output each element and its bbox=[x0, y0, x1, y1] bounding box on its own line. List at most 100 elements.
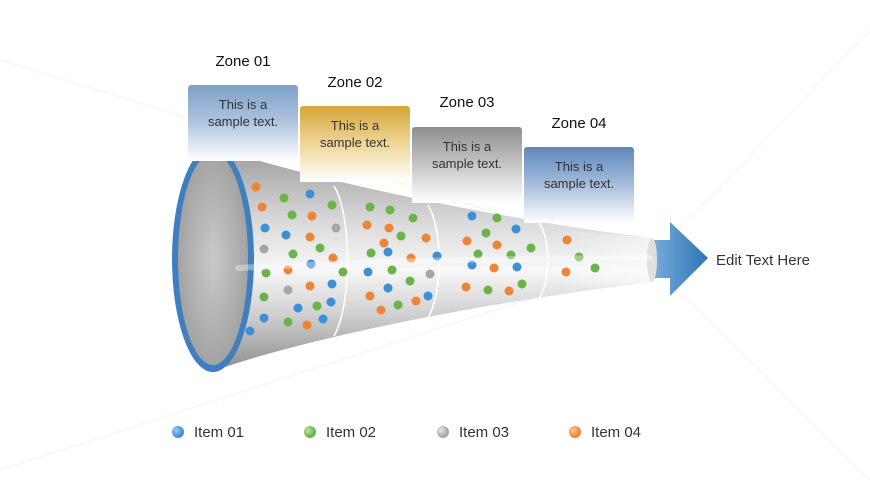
particle-item-01 bbox=[305, 189, 315, 199]
particle-item-02 bbox=[590, 263, 600, 273]
particle-item-02 bbox=[283, 317, 293, 327]
legend-label: Item 02 bbox=[326, 423, 377, 441]
legend-dot-icon bbox=[304, 426, 316, 438]
particle-item-01 bbox=[432, 251, 442, 261]
particle-item-02 bbox=[483, 285, 493, 295]
particle-item-04 bbox=[384, 223, 394, 233]
particle-item-02 bbox=[574, 252, 584, 262]
zone-separator-1 bbox=[333, 185, 349, 337]
particle-item-02 bbox=[279, 193, 289, 203]
zone-separator-3 bbox=[537, 220, 549, 301]
particle-item-01 bbox=[259, 313, 269, 323]
legend-item-03: Item 03 bbox=[437, 422, 509, 442]
particle-item-04 bbox=[461, 282, 471, 292]
particle-item-04 bbox=[379, 238, 389, 248]
zone-4-box: This is a sample text. bbox=[524, 147, 634, 223]
particle-item-04 bbox=[376, 305, 386, 315]
particle-item-01 bbox=[306, 259, 316, 269]
particle-item-01 bbox=[363, 267, 373, 277]
zone-3-title: Zone 03 bbox=[439, 94, 495, 111]
particle-item-01 bbox=[383, 247, 393, 257]
particle-item-02 bbox=[385, 205, 395, 215]
particle-item-01 bbox=[512, 262, 522, 272]
zone-4-text: This is a sample text. bbox=[543, 159, 615, 191]
particle-item-02 bbox=[261, 268, 271, 278]
particle-item-01 bbox=[260, 223, 270, 233]
zone-1-text: This is a sample text. bbox=[207, 97, 279, 129]
particle-item-04 bbox=[421, 233, 431, 243]
zone-1-title: Zone 01 bbox=[215, 53, 271, 70]
particle-item-02 bbox=[492, 213, 502, 223]
particle-item-04 bbox=[492, 240, 502, 250]
particle-item-02 bbox=[259, 292, 269, 302]
particle-item-04 bbox=[362, 220, 372, 230]
particle-item-04 bbox=[302, 320, 312, 330]
particle-item-02 bbox=[396, 231, 406, 241]
particle-item-04 bbox=[365, 291, 375, 301]
particle-item-02 bbox=[288, 249, 298, 259]
particle-item-04 bbox=[307, 211, 317, 221]
particle-item-01 bbox=[383, 283, 393, 293]
particle-item-04 bbox=[561, 267, 571, 277]
particle-item-02 bbox=[366, 248, 376, 258]
legend-dot-icon bbox=[569, 426, 581, 438]
particle-item-01 bbox=[511, 224, 521, 234]
particle-item-03 bbox=[283, 285, 293, 295]
particle-item-01 bbox=[327, 279, 337, 289]
particle-item-04 bbox=[489, 263, 499, 273]
particle-item-02 bbox=[481, 228, 491, 238]
zone-2-title: Zone 02 bbox=[327, 74, 383, 91]
particle-item-04 bbox=[411, 296, 421, 306]
particle-item-02 bbox=[393, 300, 403, 310]
zone-3-box: This is a sample text. bbox=[412, 127, 522, 203]
arrow-label[interactable]: Edit Text Here bbox=[716, 252, 810, 269]
particle-item-04 bbox=[283, 265, 293, 275]
particle-item-02 bbox=[517, 279, 527, 289]
particle-item-03 bbox=[331, 223, 341, 233]
particle-item-01 bbox=[245, 326, 255, 336]
particle-item-03 bbox=[259, 244, 269, 254]
particle-item-02 bbox=[365, 202, 375, 212]
particle-item-04 bbox=[406, 253, 416, 263]
particle-item-04 bbox=[257, 202, 267, 212]
particle-item-02 bbox=[408, 213, 418, 223]
zone-4-title: Zone 04 bbox=[551, 115, 607, 132]
particle-item-01 bbox=[318, 314, 328, 324]
particle-item-01 bbox=[281, 230, 291, 240]
particle-item-04 bbox=[462, 236, 472, 246]
legend-dot-icon bbox=[172, 426, 184, 438]
particle-item-02 bbox=[338, 267, 348, 277]
legend-item-04: Item 04 bbox=[569, 422, 641, 442]
particle-item-02 bbox=[506, 250, 516, 260]
particle-item-04 bbox=[328, 253, 338, 263]
particle-item-02 bbox=[312, 301, 322, 311]
particle-item-04 bbox=[305, 281, 315, 291]
particle-item-04 bbox=[504, 286, 514, 296]
particle-item-01 bbox=[467, 211, 477, 221]
particle-item-01 bbox=[423, 291, 433, 301]
legend-label: Item 01 bbox=[194, 423, 245, 441]
particle-item-02 bbox=[405, 276, 415, 286]
particle-item-02 bbox=[526, 243, 536, 253]
particle-item-02 bbox=[327, 200, 337, 210]
funnel-mouth bbox=[178, 153, 248, 365]
particle-item-01 bbox=[467, 260, 477, 270]
legend-label: Item 03 bbox=[459, 423, 510, 441]
zone-1-box: This is a sample text. bbox=[188, 85, 298, 161]
particle-item-02 bbox=[473, 249, 483, 259]
legend-label: Item 04 bbox=[591, 423, 642, 441]
zone-3-text: This is a sample text. bbox=[431, 139, 503, 171]
particle-item-04 bbox=[562, 235, 572, 245]
particle-item-02 bbox=[287, 210, 297, 220]
particle-item-04 bbox=[305, 232, 315, 242]
particle-item-02 bbox=[315, 243, 325, 253]
zone-2-box: This is a sample text. bbox=[300, 106, 410, 182]
particle-item-02 bbox=[387, 265, 397, 275]
particle-item-04 bbox=[251, 182, 261, 192]
zone-separator-2 bbox=[427, 204, 441, 319]
particles bbox=[245, 182, 600, 336]
particle-item-03 bbox=[425, 269, 435, 279]
legend-item-01: Item 01 bbox=[172, 422, 244, 442]
